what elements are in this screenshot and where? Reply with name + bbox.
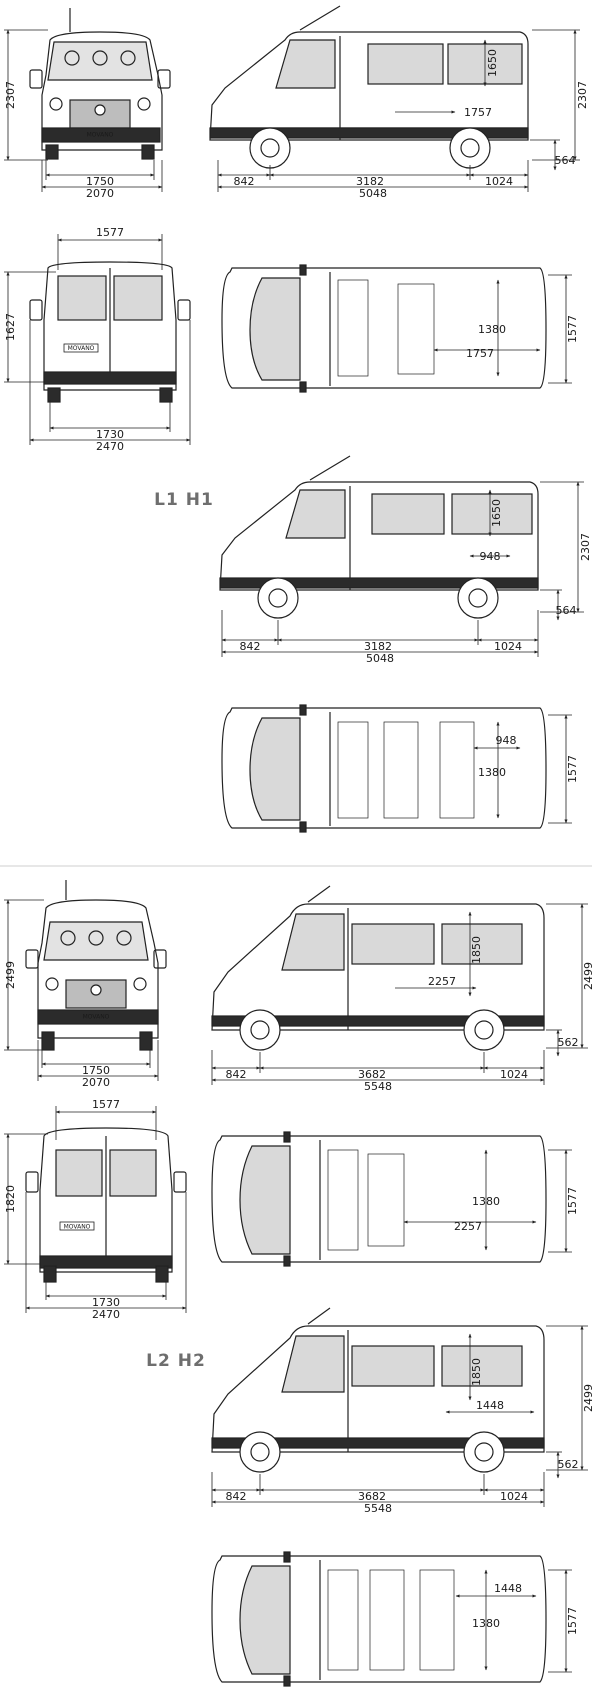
- dim-side2-interior-height: 1650: [490, 499, 503, 527]
- side-view-l1h1-seats: [219, 455, 539, 619]
- dim-side2-rear-overhang-l2: 1024: [500, 1490, 528, 1503]
- dim-rear-width-mirrors-l2: 2470: [92, 1308, 120, 1321]
- front-view-l2h2: [25, 880, 167, 1051]
- dim-side2-ground-l2: 562: [558, 1458, 579, 1471]
- dim-top-width-arches: 1577: [566, 315, 579, 343]
- dim-side-ground-l2: 562: [558, 1036, 579, 1049]
- dim-rear-width-mirrors: 2470: [96, 440, 124, 453]
- dim-top-interior-width: 1380: [478, 323, 506, 336]
- dim-top-width-arches-l2: 1577: [566, 1187, 579, 1215]
- dim-side2-overall-height-l2: 2499: [582, 1384, 592, 1412]
- dim-top-interior-width-l2: 1380: [472, 1195, 500, 1208]
- top-view-l2h2-b: [211, 1551, 547, 1687]
- dim-side2-overall-height: 2307: [579, 533, 592, 561]
- dim-top2-interior-width: 1380: [478, 766, 506, 779]
- rear-view-l1h1: [29, 261, 191, 403]
- dim-side2-front-overhang: 842: [240, 640, 261, 653]
- dim-top2-cargo-length-l2: 1448: [494, 1582, 522, 1595]
- dim-side-interior-height: 1650: [486, 49, 499, 77]
- dim-side-ground: 564: [555, 154, 576, 167]
- rear-brand-badge-l2: MOVANO: [64, 1224, 91, 1231]
- dim-side2-overall-length: 5048: [366, 652, 394, 665]
- dim-side-cargo-length: 1757: [464, 106, 492, 119]
- dim-rear-door-width-l2: 1577: [92, 1098, 120, 1111]
- dim-side2-rear-overhang: 1024: [494, 640, 522, 653]
- dim-side-wheelbase: 3182: [356, 175, 384, 188]
- dim-front-width-l2: 2070: [82, 1076, 110, 1089]
- dim-side2-ground: 564: [556, 604, 577, 617]
- front-view-l1h1: [29, 8, 171, 160]
- dim-side2-cargo-length-l2: 1448: [476, 1399, 504, 1412]
- dim-front-height-l2: 2499: [4, 961, 17, 989]
- dim-side2-wheelbase: 3182: [364, 640, 392, 653]
- dim-top2-width-arches-l2: 1577: [566, 1607, 579, 1635]
- variant-tag-l2h2: L2 H2: [146, 1351, 206, 1371]
- side-view-l1h1: [209, 5, 529, 169]
- dim-side2-cargo-length: 948: [480, 550, 501, 563]
- dim-side2-wheelbase-l2: 3682: [358, 1490, 386, 1503]
- top-view-l1h1-a: [221, 264, 547, 393]
- dim-side2-front-overhang-l2: 842: [226, 1490, 247, 1503]
- dim-front-track-l2: 1750: [82, 1064, 110, 1077]
- brand-badge-l2: MOVANO: [83, 1014, 110, 1021]
- dim-rear-track-l2: 1730: [92, 1296, 120, 1309]
- dim-top2-cargo-length: 948: [496, 734, 517, 747]
- dim-side-overall-length: 5048: [359, 187, 387, 200]
- dim-side-rear-overhang: 1024: [485, 175, 513, 188]
- rear-view-l2h2: [25, 1127, 187, 1283]
- dim-rear-track: 1730: [96, 428, 124, 441]
- variant-tag-l1h1: L1 H1: [154, 490, 214, 510]
- dim-side-wheelbase-l2: 3682: [358, 1068, 386, 1081]
- side-view-l2h2-seats: [211, 1307, 545, 1473]
- dim-front-height: 2307: [4, 81, 17, 109]
- top-view-l2h2-a: [211, 1131, 547, 1267]
- dim-side-overall-height-l2: 2499: [582, 962, 592, 990]
- side-view-l2h2: [211, 885, 545, 1051]
- dim-side-overall-length-l2: 5548: [364, 1080, 392, 1093]
- rear-brand-badge: MOVANO: [68, 345, 95, 352]
- dim-top-cargo-length-l2: 2257: [454, 1220, 482, 1233]
- dim-side-cargo-length-l2: 2257: [428, 975, 456, 988]
- dim-side2-interior-height-l2: 1850: [470, 1358, 483, 1386]
- dim-front-width: 2070: [86, 187, 114, 200]
- dim-side-interior-height-l2: 1850: [470, 936, 483, 964]
- dim-top2-interior-width-l2: 1380: [472, 1617, 500, 1630]
- dim-top2-width-arches: 1577: [566, 755, 579, 783]
- dim-rear-door-width: 1577: [96, 226, 124, 239]
- dim-side2-overall-length-l2: 5548: [364, 1502, 392, 1515]
- dim-top-cargo-length: 1757: [466, 347, 494, 360]
- section-l1h1: MOVANO 2307 1750 2070: [4, 5, 592, 833]
- dim-side-rear-overhang-l2: 1024: [500, 1068, 528, 1081]
- dim-rear-door-height-l2: 1820: [4, 1185, 17, 1213]
- dim-side-overall-height: 2307: [576, 81, 589, 109]
- dim-front-track: 1750: [86, 175, 114, 188]
- dim-rear-door-height: 1627: [4, 313, 17, 341]
- top-view-l1h1-b: [221, 704, 547, 833]
- section-l2h2: MOVANO 2499 1750 2070: [4, 880, 592, 1687]
- dim-side-front-overhang: 842: [234, 175, 255, 188]
- dim-side-front-overhang-l2: 842: [226, 1068, 247, 1081]
- brand-badge: MOVANO: [87, 132, 114, 139]
